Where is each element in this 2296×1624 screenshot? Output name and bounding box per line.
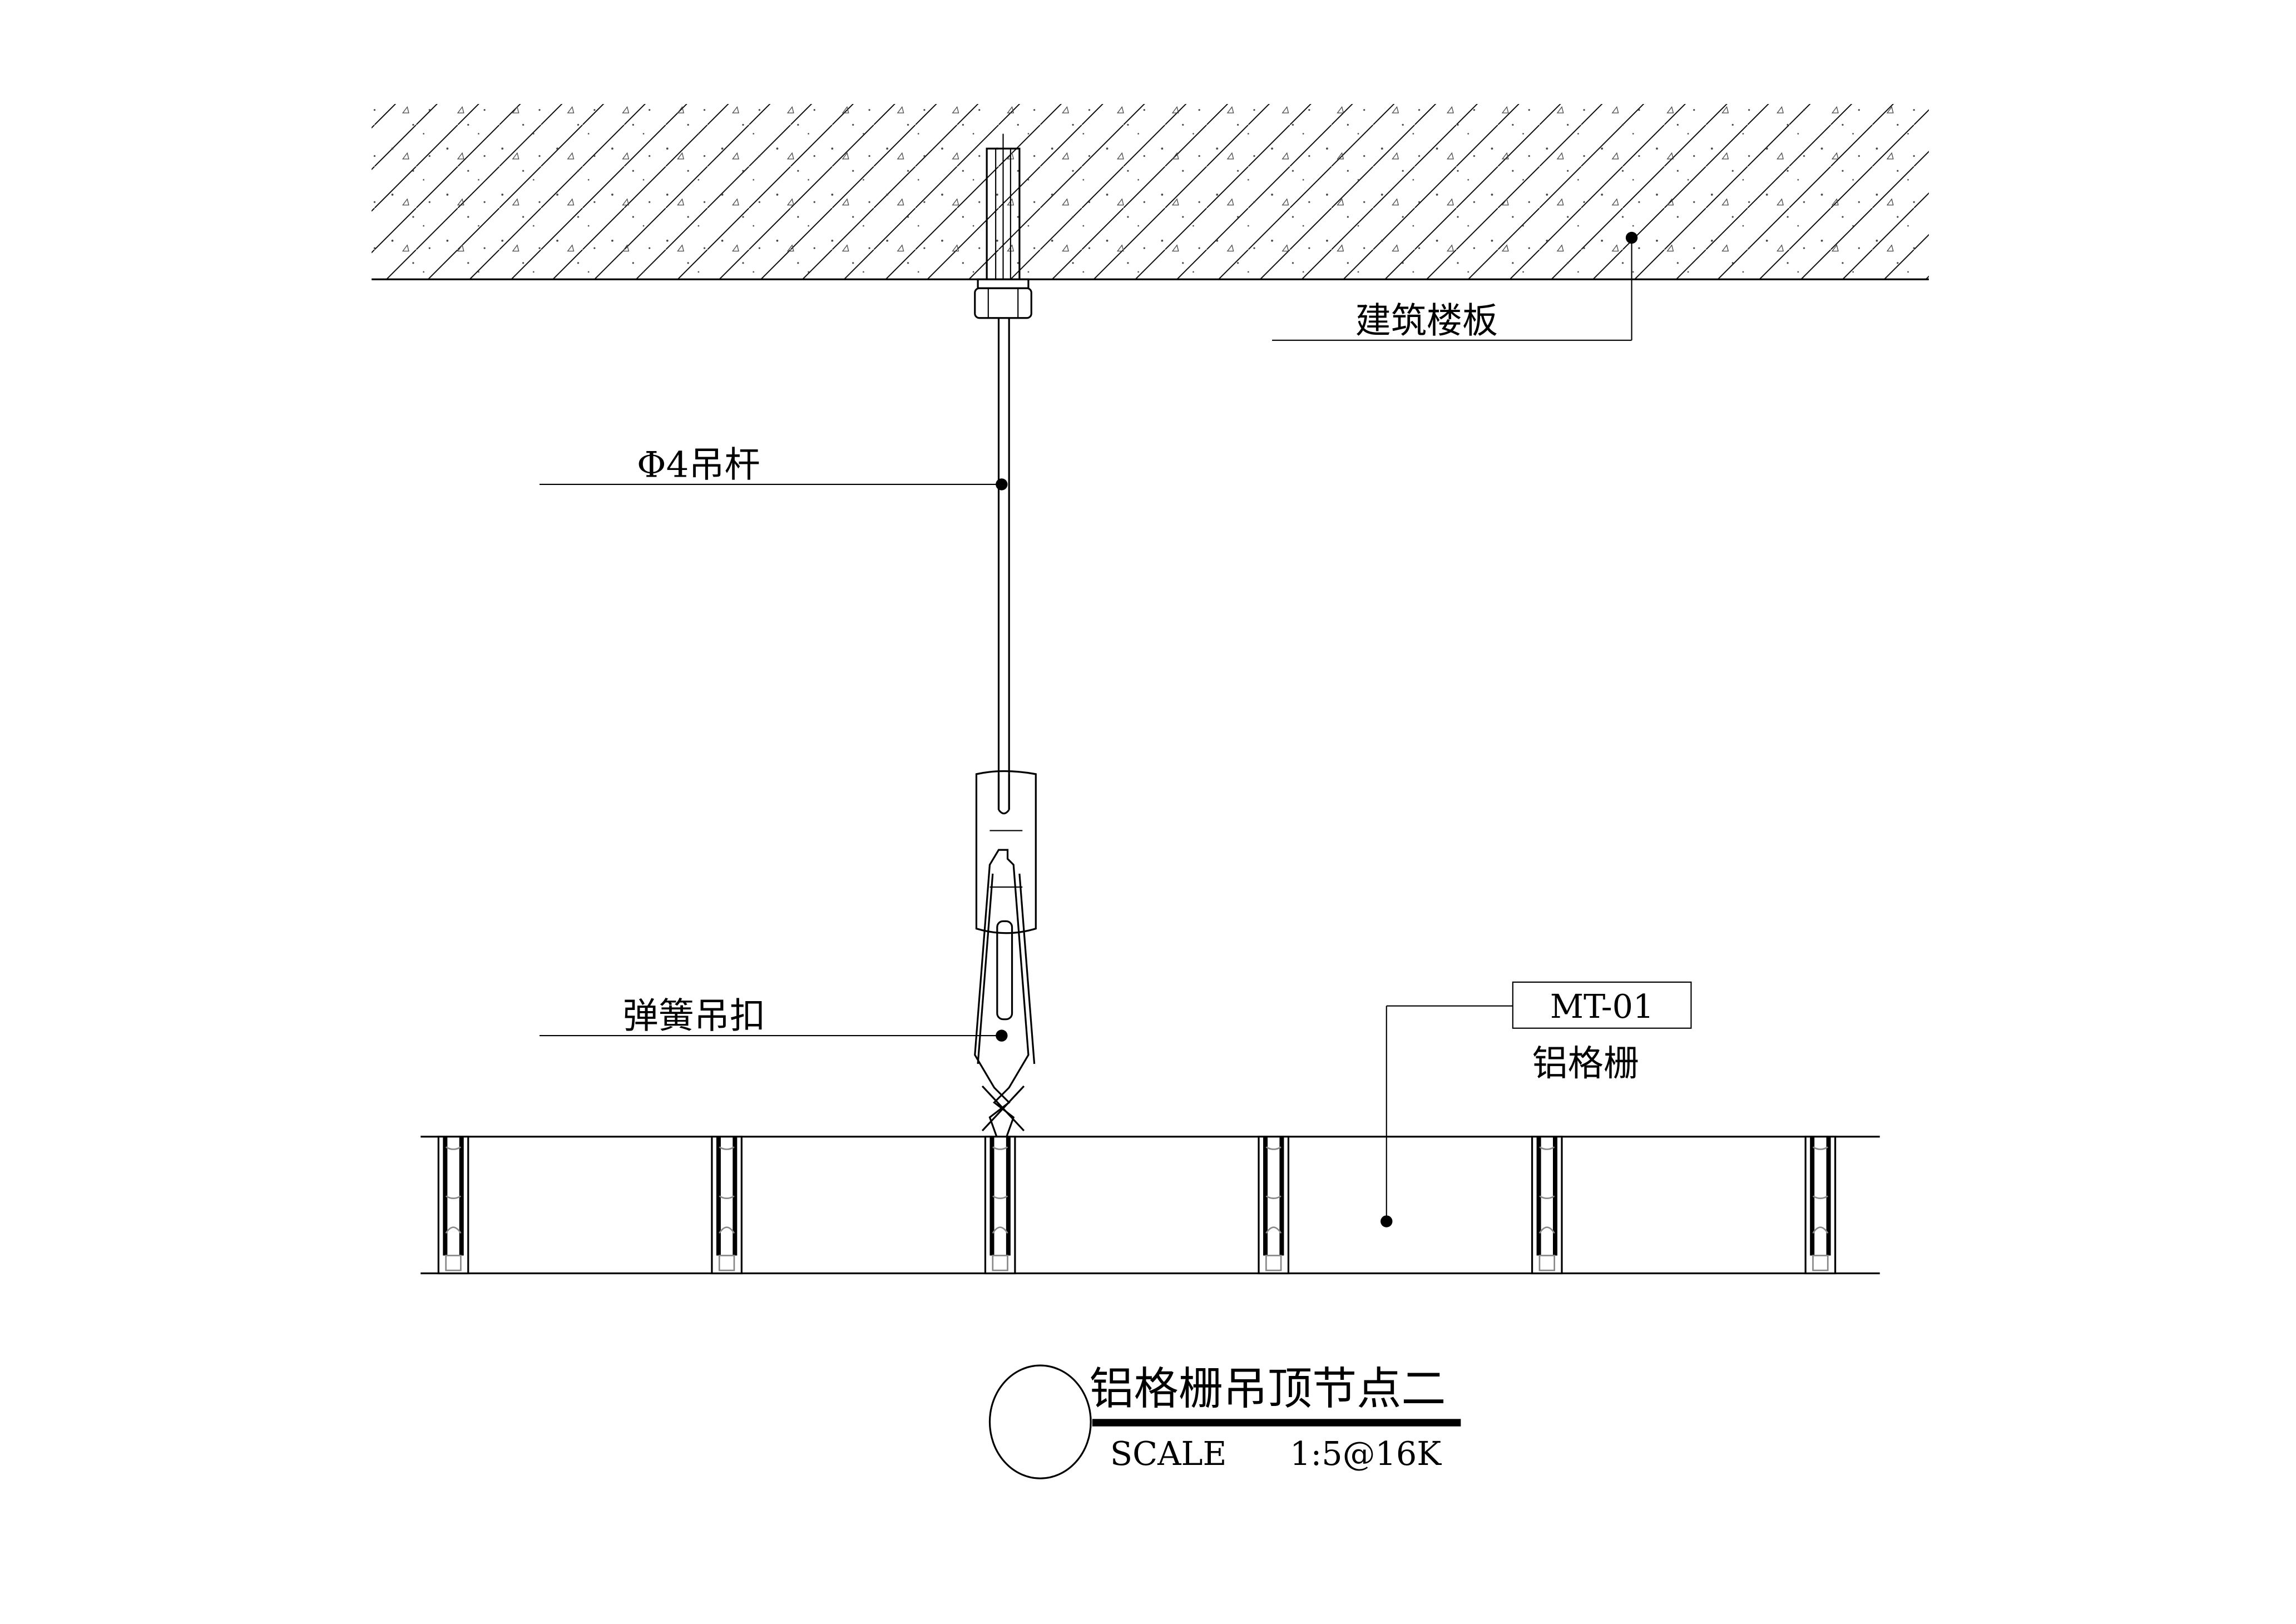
concrete-slab bbox=[372, 104, 1929, 280]
hanger-rod bbox=[997, 318, 1010, 815]
leader-slab bbox=[1272, 231, 1638, 341]
grille-blade bbox=[1258, 1136, 1290, 1275]
material-code: MT-01 bbox=[1550, 987, 1654, 1026]
grille-blade bbox=[984, 1136, 1016, 1275]
scale-value: 1:5@16K bbox=[1290, 1434, 1442, 1473]
grille-blade bbox=[1804, 1136, 1837, 1275]
label-slab: 建筑楼板 bbox=[1355, 300, 1498, 341]
label-rod: Φ4吊杆 bbox=[637, 444, 760, 486]
label-grille: 铝格栅 bbox=[1532, 1043, 1639, 1085]
grille-blade bbox=[1531, 1136, 1563, 1275]
drawing-title: 铝格栅吊顶节点二 bbox=[1089, 1363, 1446, 1415]
leader-grille bbox=[1380, 981, 1692, 1227]
scale-label: SCALE bbox=[1110, 1434, 1227, 1473]
leader-rod bbox=[540, 478, 1008, 491]
grille-blade bbox=[437, 1136, 469, 1275]
aluminum-grille bbox=[420, 1136, 1880, 1275]
label-spring-clip: 弹簧吊扣 bbox=[623, 996, 765, 1037]
title-block: 铝格栅吊顶节点二 SCALE 1:5@16K bbox=[988, 1363, 1461, 1479]
spring-clip bbox=[974, 770, 1037, 1140]
expansion-bolt bbox=[974, 133, 1032, 319]
grille-blade bbox=[711, 1136, 743, 1275]
